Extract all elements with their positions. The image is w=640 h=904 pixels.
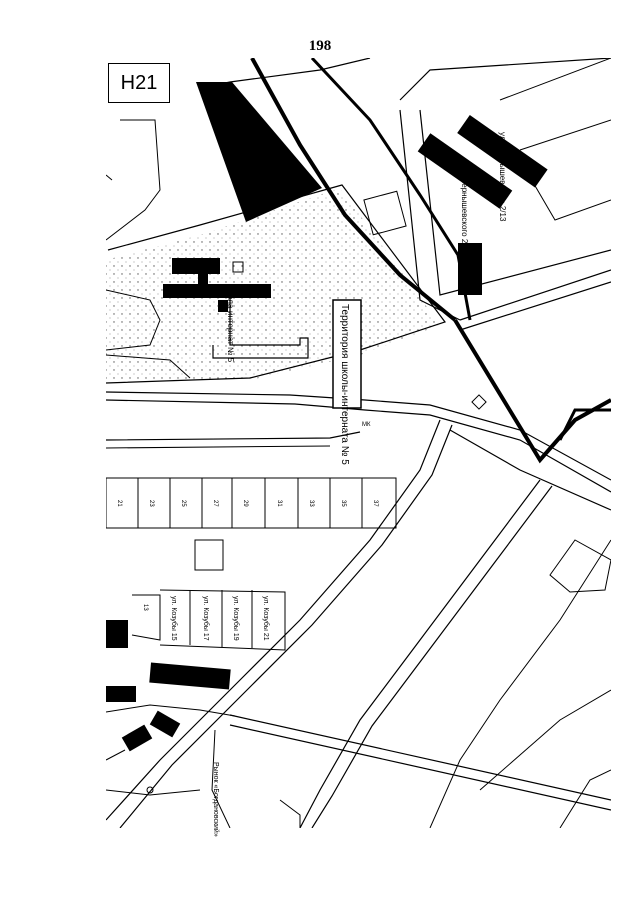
sheet-label: H21 xyxy=(108,63,170,103)
house-31: 31 xyxy=(276,500,282,507)
school-territory-label-box xyxy=(332,299,362,409)
page-number: 198 xyxy=(308,38,332,54)
house-35: 35 xyxy=(340,500,346,507)
street-label-1: ул. Чернышевского 2/13 xyxy=(498,132,507,222)
house-29: 29 xyxy=(242,500,248,507)
railway-line-3 xyxy=(453,318,611,464)
kozuby-21: ул. Козубы 21 xyxy=(262,596,270,641)
house-37: 37 xyxy=(372,500,378,507)
ne-building-3 xyxy=(458,243,482,295)
kozuby-17: ул. Козубы 17 xyxy=(202,596,210,641)
house-13: 13 xyxy=(142,604,148,611)
block-16 xyxy=(106,620,128,648)
railway-line-4 xyxy=(558,408,611,441)
block-16-label: 16 xyxy=(112,630,119,638)
black-parcel xyxy=(196,82,322,222)
school-territory-label: Территория школы-интерната № 5 xyxy=(339,304,350,465)
block-60b-left xyxy=(106,686,136,702)
house-23: 23 xyxy=(148,500,154,507)
house-21: 21 xyxy=(116,500,122,507)
school-territory-area xyxy=(106,188,440,380)
market-label: Рынок «Богдановский» xyxy=(212,762,220,837)
school-building-label: Школа-интернат № 5 xyxy=(226,284,235,363)
block-68 xyxy=(149,662,231,690)
block-56-label: 56 xyxy=(132,733,138,740)
kozuby-15: ул. Козубы 15 xyxy=(170,596,178,641)
building-label-1: 60Б xyxy=(466,262,473,275)
block-56 xyxy=(121,724,153,752)
house-25: 25 xyxy=(180,500,186,507)
ne-building-1 xyxy=(417,133,513,209)
street-label-2: ул. Чернышевского 2/12 xyxy=(460,165,469,255)
block-60b-label: 60Б xyxy=(158,718,164,729)
block-60b xyxy=(149,710,181,738)
school-wing-main xyxy=(163,284,271,298)
block-68-label: 68 xyxy=(184,672,191,680)
house-27: 27 xyxy=(212,500,218,507)
house-33: 33 xyxy=(308,500,314,507)
kozuby-19: ул. Козубы 19 xyxy=(232,596,240,641)
school-wing-top xyxy=(172,258,220,274)
railway-line-1 xyxy=(250,58,457,322)
ne-building-2 xyxy=(457,115,548,188)
sign-label: МК xyxy=(362,422,371,428)
